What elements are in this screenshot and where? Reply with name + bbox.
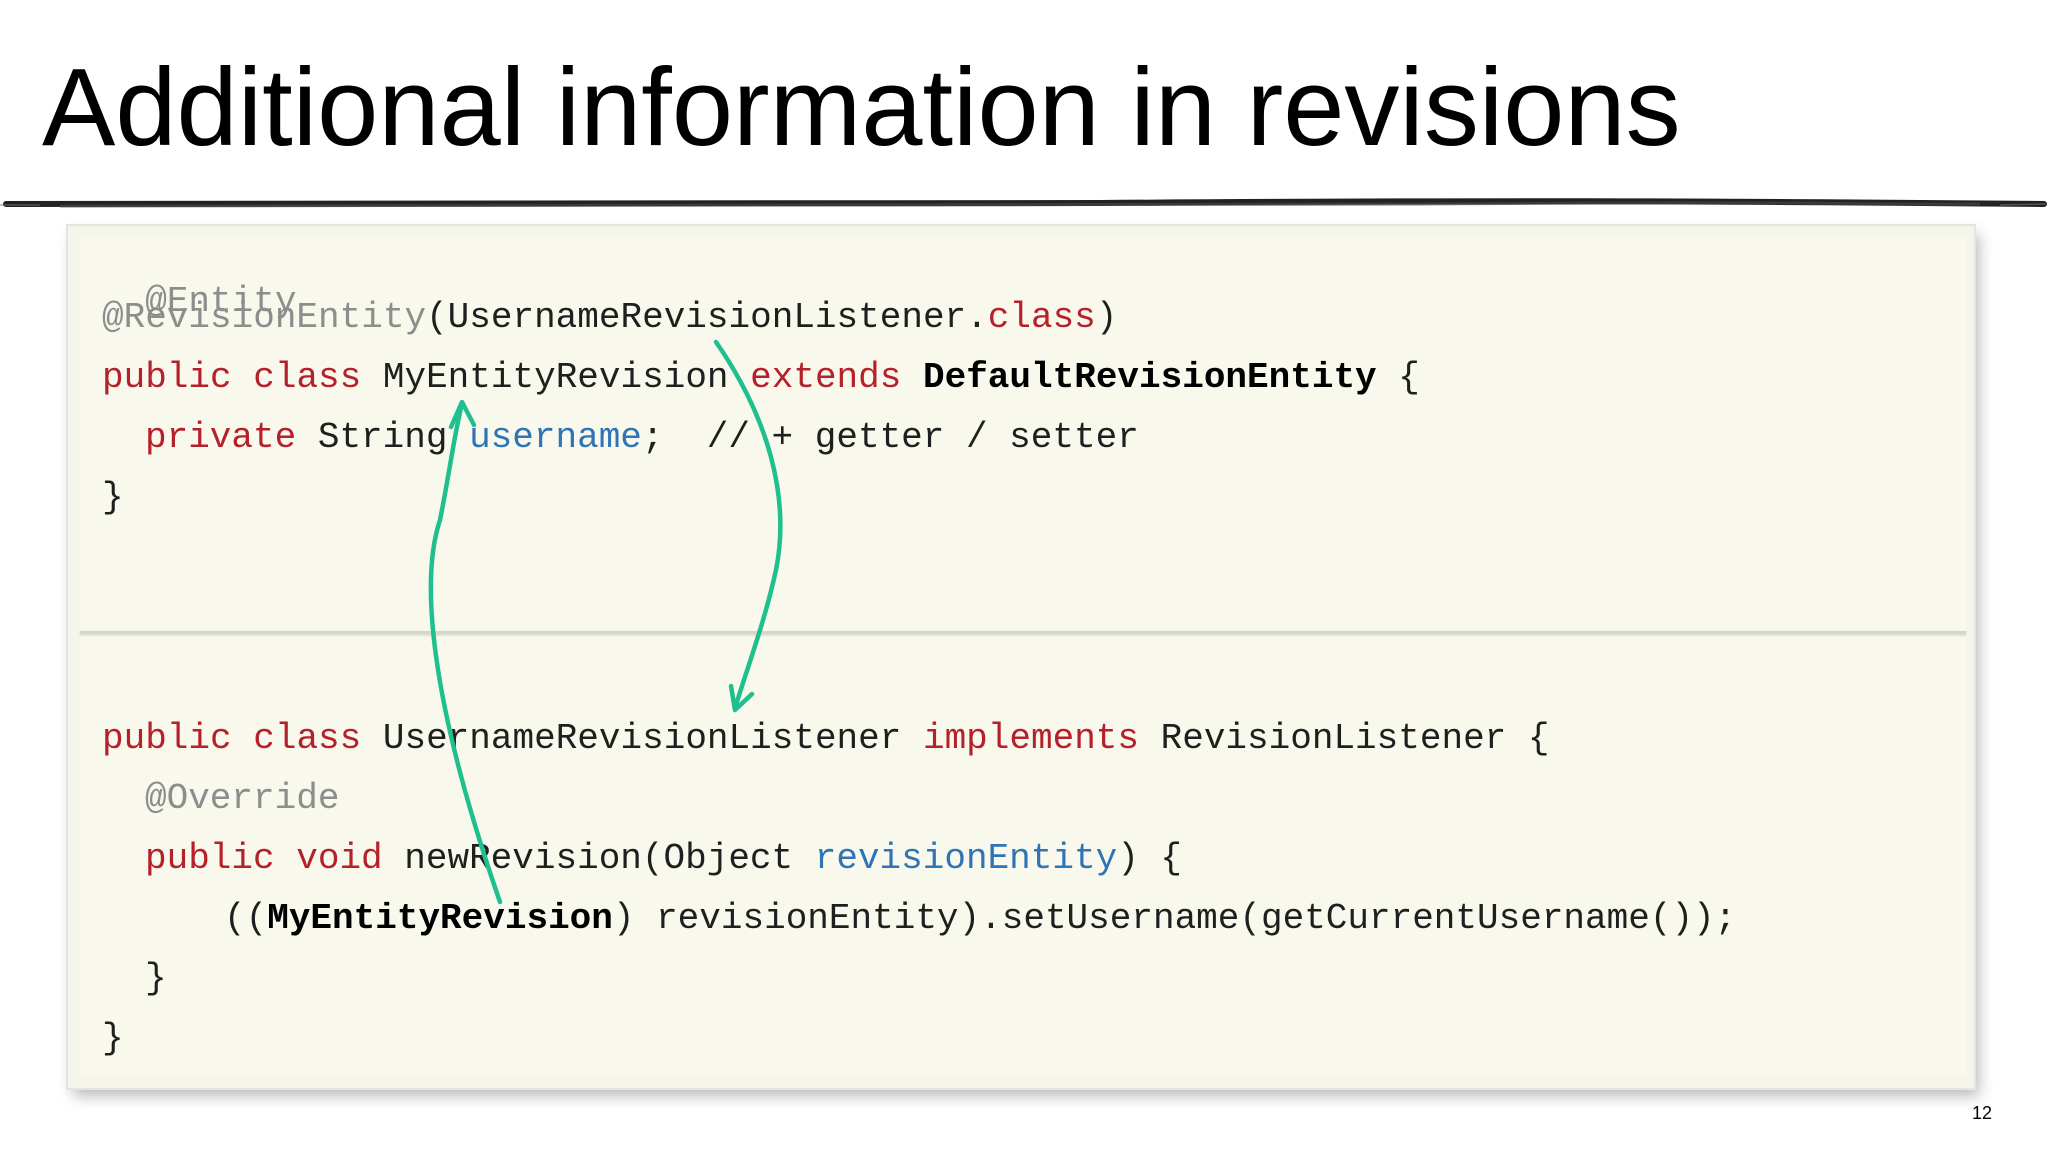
code-token: {: [1527, 718, 1550, 759]
parameter-token: revisionEntity: [814, 838, 1118, 879]
code-line-entity-annotation: @Entity: [102, 236, 296, 324]
keyword-token: implements: [922, 718, 1140, 759]
interface-token: RevisionListener: [1160, 718, 1507, 759]
keyword-token: public: [102, 718, 232, 759]
code-panel-revision-entity: [80, 235, 1966, 633]
code-line-class-declaration: public class MyEntityRevision extends De…: [102, 356, 1420, 400]
keyword-token: class: [987, 297, 1096, 338]
title-divider: [0, 198, 2047, 208]
code-token: ): [1095, 297, 1118, 338]
keyword-token: extends: [750, 357, 902, 398]
keyword-token: void: [296, 838, 383, 879]
code-token: ) revisionEntity).setUsername(getCurrent…: [612, 898, 1737, 939]
code-line-closing-brace: }: [102, 476, 124, 520]
code-line-revision-entity-annotation: @RevisionEntity(UsernameRevisionListener…: [102, 296, 1117, 340]
code-line-method-closing-brace: }: [145, 957, 167, 1001]
keyword-token: private: [145, 417, 297, 458]
slide-title: Additional information in revisions: [42, 46, 1681, 169]
code-token: ((: [224, 898, 268, 939]
code-panel-revision-listener: [80, 637, 1966, 1077]
code-token: {: [1398, 357, 1420, 398]
method-token: newRevision(Object: [404, 838, 794, 879]
keyword-token: public: [102, 357, 232, 398]
code-token: }: [145, 958, 167, 999]
code-line-override-annotation: @Override: [145, 777, 339, 821]
type-token: String: [317, 417, 448, 458]
code-token: }: [102, 1018, 124, 1059]
code-token: }: [102, 477, 124, 518]
code-line-field-declaration: private String username; // + getter / s…: [145, 416, 1139, 460]
comment-token: // + getter / setter: [706, 417, 1139, 458]
code-line-listener-declaration: public class UsernameRevisionListener im…: [102, 717, 1550, 761]
code-line-class-closing-brace: }: [102, 1017, 124, 1061]
class-name-token: MyEntityRevision: [382, 357, 729, 398]
page-number: 12: [1972, 1103, 1993, 1123]
code-token: ;: [641, 417, 664, 458]
cast-type-token: MyEntityRevision: [267, 898, 613, 939]
field-name-token: username: [469, 417, 642, 458]
code-line-method-declaration: public void newRevision(Object revisionE…: [145, 837, 1182, 881]
keyword-token: class: [253, 718, 362, 759]
code-card: [68, 226, 1974, 1088]
code-token: (UsernameRevisionListener.: [426, 297, 988, 338]
code-token: ) {: [1117, 838, 1183, 879]
annotation-token: @RevisionEntity: [102, 297, 427, 338]
class-name-token: UsernameRevisionListener: [382, 718, 902, 759]
keyword-token: public: [145, 838, 275, 879]
parent-class-token: DefaultRevisionEntity: [922, 357, 1377, 398]
keyword-token: class: [253, 357, 362, 398]
code-line-set-username-call: ((MyEntityRevision) revisionEntity).setU…: [224, 897, 1736, 941]
annotation-token: @Override: [145, 778, 340, 819]
code-panel-divider: [80, 631, 1966, 634]
annotation-token: @Entity: [145, 281, 297, 322]
